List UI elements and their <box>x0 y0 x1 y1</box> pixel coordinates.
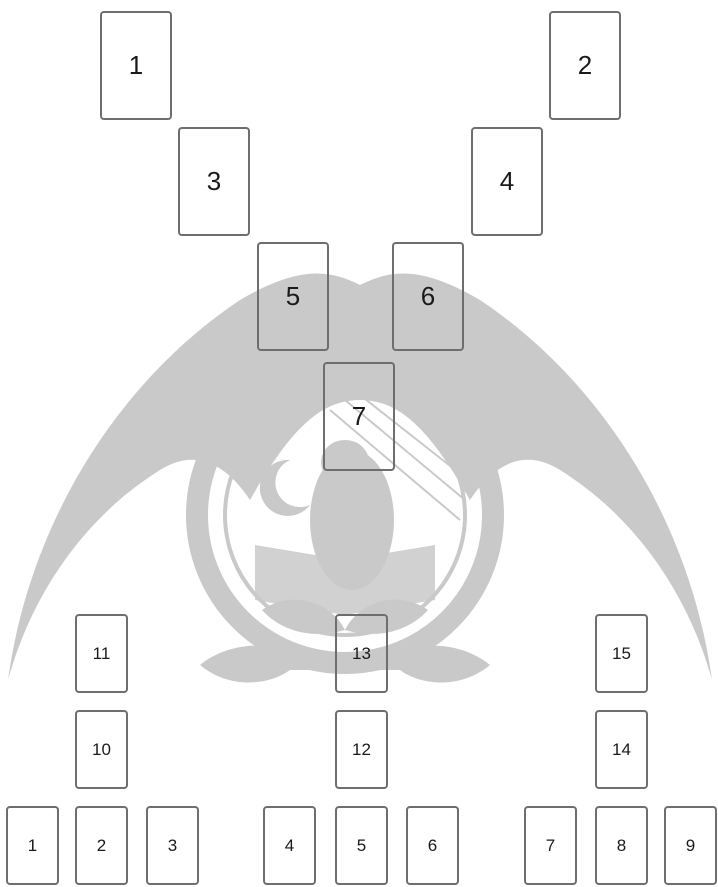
bottom-card-7[interactable]: 7 <box>524 806 577 885</box>
grid-card-15[interactable]: 15 <box>595 614 648 693</box>
bottom-card-3[interactable]: 3 <box>146 806 199 885</box>
spread-card-6[interactable]: 6 <box>392 242 464 351</box>
grid-card-10[interactable]: 10 <box>75 710 128 789</box>
bottom-card-9[interactable]: 9 <box>664 806 717 885</box>
grid-card-11[interactable]: 11 <box>75 614 128 693</box>
spread-card-4[interactable]: 4 <box>471 127 543 236</box>
spread-card-5[interactable]: 5 <box>257 242 329 351</box>
bottom-card-5[interactable]: 5 <box>335 806 388 885</box>
spread-card-3[interactable]: 3 <box>178 127 250 236</box>
bottom-card-4[interactable]: 4 <box>263 806 316 885</box>
spread-card-7[interactable]: 7 <box>323 362 395 471</box>
spread-card-1[interactable]: 1 <box>100 11 172 120</box>
bottom-card-1[interactable]: 1 <box>6 806 59 885</box>
bottom-card-8[interactable]: 8 <box>595 806 648 885</box>
bottom-card-2[interactable]: 2 <box>75 806 128 885</box>
spread-card-2[interactable]: 2 <box>549 11 621 120</box>
grid-card-14[interactable]: 14 <box>595 710 648 789</box>
grid-card-13[interactable]: 13 <box>335 614 388 693</box>
grid-card-12[interactable]: 12 <box>335 710 388 789</box>
bottom-card-6[interactable]: 6 <box>406 806 459 885</box>
